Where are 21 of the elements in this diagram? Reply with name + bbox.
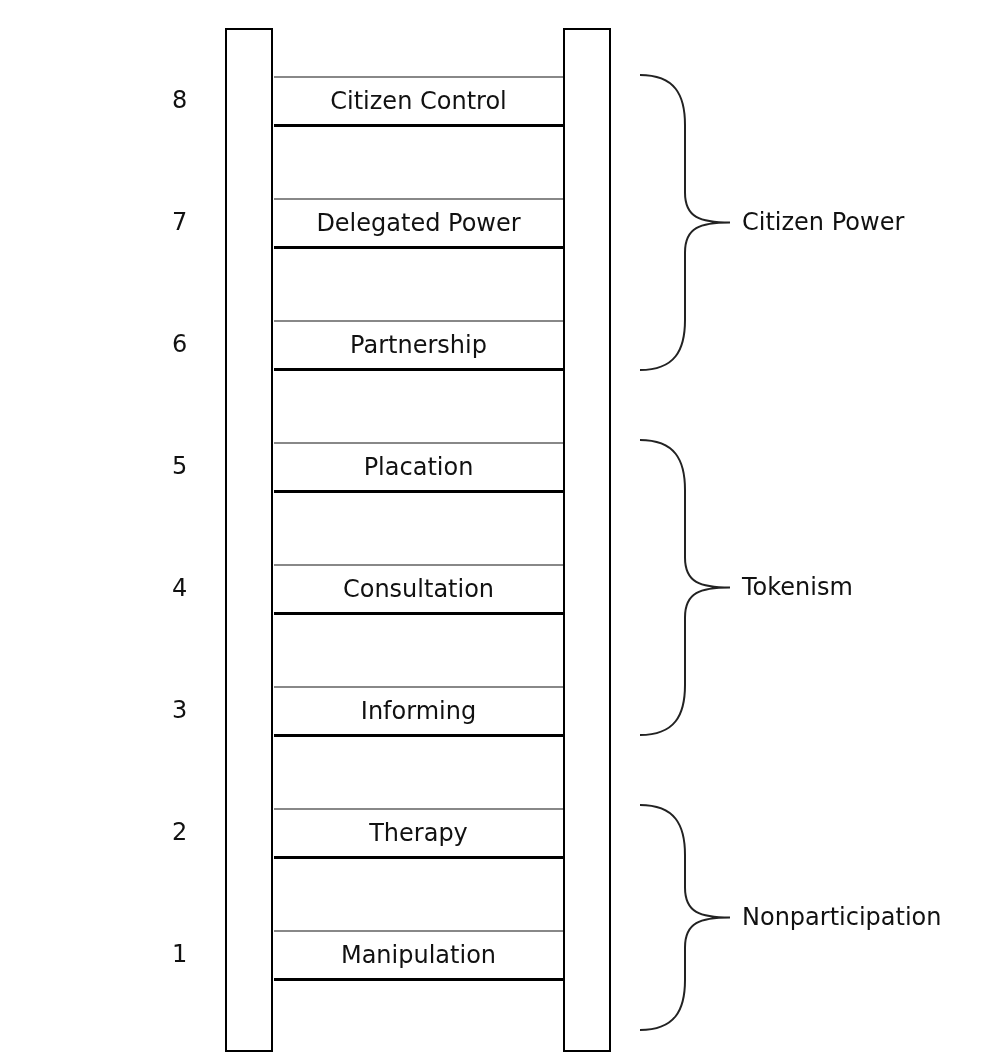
rung-number: 7 xyxy=(172,208,189,236)
rung-number: 5 xyxy=(172,452,189,480)
rung-label: Manipulation xyxy=(340,941,497,969)
rung-label: Delegated Power xyxy=(316,209,521,237)
rung-label: Citizen Control xyxy=(330,87,507,115)
group-label: Citizen Power xyxy=(742,207,905,236)
rung-number: 2 xyxy=(172,818,189,846)
rung-number: 1 xyxy=(172,940,189,968)
group-label: Tokenism xyxy=(742,572,853,601)
rung-number: 3 xyxy=(172,696,189,724)
ladder-rail xyxy=(225,28,273,1052)
ladder-rail xyxy=(563,28,611,1052)
rung-label: Therapy xyxy=(369,819,468,847)
group-label: Nonparticipation xyxy=(742,902,942,931)
rung-label: Partnership xyxy=(350,331,487,359)
rung-label: Consultation xyxy=(342,575,495,603)
rung-number: 8 xyxy=(172,86,189,114)
rung-number: 6 xyxy=(172,330,189,358)
rung-label: Informing xyxy=(360,697,477,725)
rung-number: 4 xyxy=(172,574,189,602)
rung-label: Placation xyxy=(363,453,474,481)
